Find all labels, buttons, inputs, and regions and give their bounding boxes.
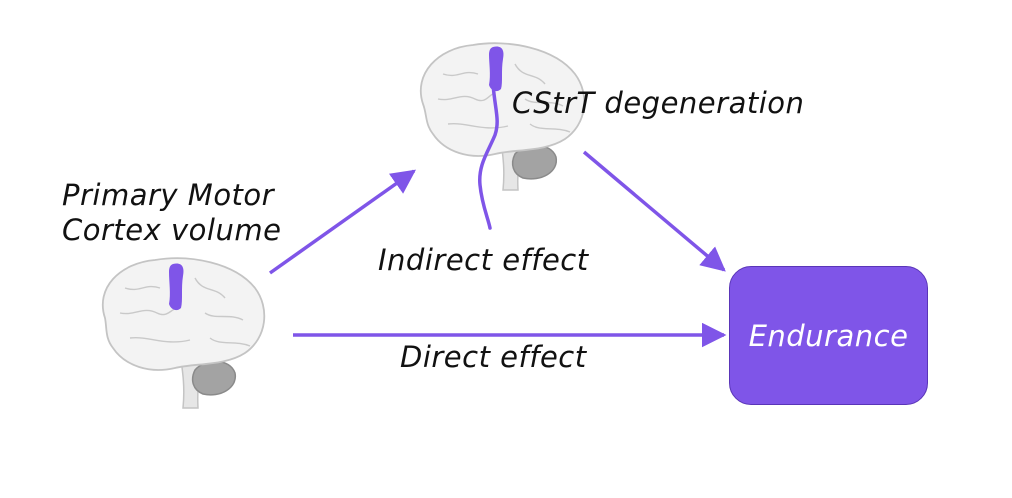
endurance-label: Endurance xyxy=(748,318,909,353)
m1-volume-label: Primary Motor Cortex volume xyxy=(62,178,281,248)
corticostriatal-tract-line xyxy=(478,82,499,230)
indirect-arrow-to-cstrt xyxy=(268,169,416,275)
m1-volume-label-line1: Primary Motor xyxy=(62,178,275,212)
indirect-arrow-to-endurance xyxy=(582,150,726,272)
indirect-effect-label: Indirect effect xyxy=(378,243,589,277)
endurance-box: Endurance xyxy=(729,266,928,405)
cstrt-degeneration-label: CStrT degeneration xyxy=(512,86,805,120)
brain-m1-icon xyxy=(101,257,266,409)
direct-effect-label: Direct effect xyxy=(400,340,587,374)
brain-cstrt-icon xyxy=(419,42,586,191)
m1-volume-label-line2: Cortex volume xyxy=(62,212,282,247)
